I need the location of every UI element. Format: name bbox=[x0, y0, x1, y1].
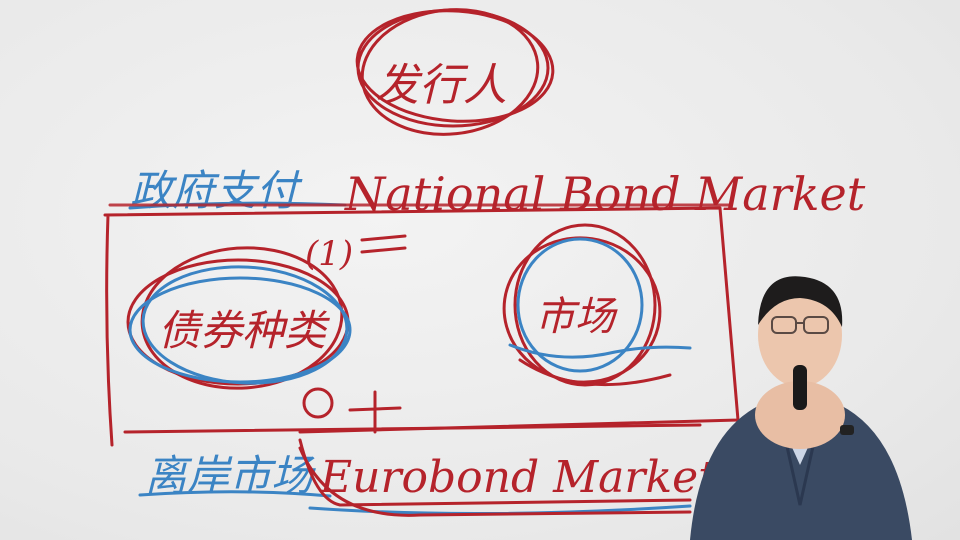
presenter-face bbox=[758, 283, 842, 387]
marker-number: (1) bbox=[305, 234, 353, 274]
issuer-circle bbox=[355, 8, 555, 136]
small-circle-mark bbox=[302, 387, 334, 419]
left-circle bbox=[126, 246, 352, 390]
bottom-left-underline bbox=[138, 490, 332, 498]
left-circle-label: 债券种类 bbox=[158, 306, 330, 355]
right-circle-label: 市场 bbox=[535, 294, 618, 340]
national-bond-market-text: National Bond Market bbox=[344, 167, 866, 221]
presenter-hair bbox=[758, 276, 843, 327]
right-circle bbox=[502, 223, 692, 387]
plus-mark bbox=[348, 390, 402, 434]
equals-sign bbox=[360, 234, 407, 254]
national-market-box bbox=[103, 206, 740, 447]
presenter-hands bbox=[755, 381, 845, 449]
issuer-label: 发行人 bbox=[375, 60, 507, 111]
watch-icon bbox=[840, 425, 854, 435]
glasses-icon bbox=[771, 316, 829, 334]
presenter-figure bbox=[690, 276, 912, 540]
presenter-jacket bbox=[690, 405, 912, 540]
eurobond-market-text: Eurobond Market bbox=[319, 452, 716, 503]
microphone-icon bbox=[793, 365, 807, 410]
